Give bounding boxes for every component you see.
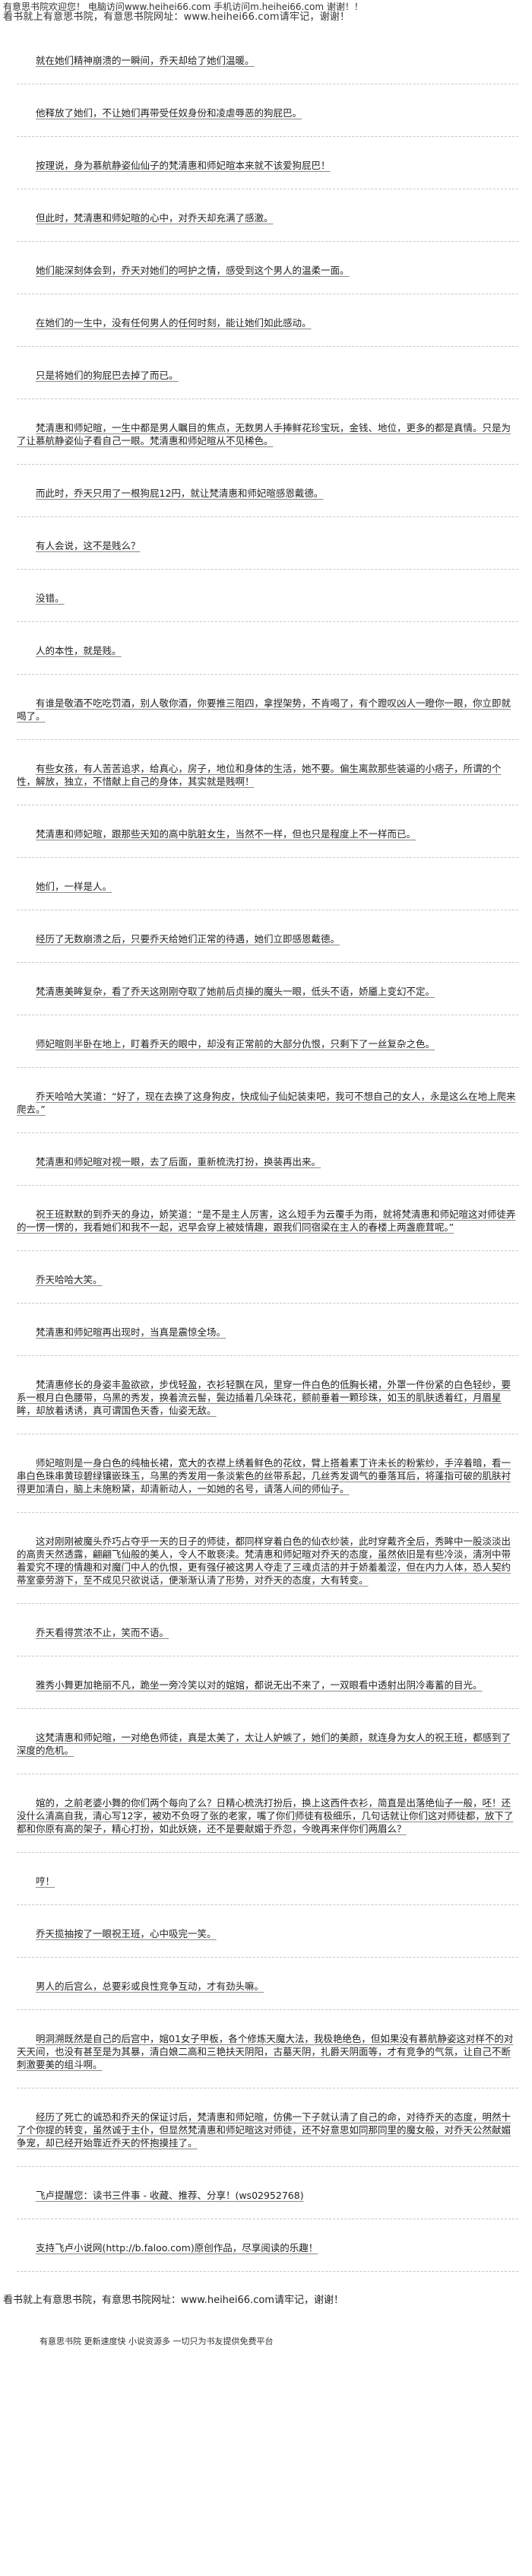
paragraph: 师妃暄则半卧在地上，盯着乔天的眼中，却没有正常前的大部分仇恨，只剩下了一丝复杂之… <box>36 1038 435 1050</box>
paragraph: 他释放了她们，不让她们再带受任奴身份和凌虐辱恶的狗屁巴。 <box>36 107 302 119</box>
footer-bottom-note: 有意思书院 更新速度快 小说资源多 一切只为书友提供免费平台 <box>40 2336 274 2346</box>
paragraph-divider <box>17 1132 518 1133</box>
paragraph-divider <box>17 1512 518 1513</box>
paragraph: 梵清惠和师妃暄，跟那些天知的高中肮脏女生，当然不一样，但也只是程度上不一样而已。 <box>36 828 416 840</box>
banner-welcome-line: 有意思书院欢迎您！ 电脑访问www.heihei66.com 手机访问m.hei… <box>3 2 363 12</box>
paragraph: 而此时，乔天只用了一根狗屁12円，就让梵清惠和师妃暄感恩戴德。 <box>36 488 324 499</box>
paragraph: 梵清惠美眸复杂，看了乔天这刚刚夺取了她前后贞操的魔头一眼，低头不语，娇靥上变幻不… <box>36 986 435 997</box>
paragraph: 梵清惠和师妃暄再出现时，当真是震惊全场。 <box>36 1326 226 1338</box>
paragraph: 有些女孩，有人苦苦追求，给真心，房子，地位和身体的生活，她不要。偏生离款那些装逼… <box>17 763 502 787</box>
paragraph-divider <box>17 346 518 347</box>
paragraph: 只是将她们的狗屁巴去掉了而已。 <box>36 370 179 381</box>
paragraph: 有谁是敬酒不吃吃罚酒，别人敬你酒，你要推三阻四，拿捏架势，不肯喝了，有个蹬叹凶人… <box>17 697 511 722</box>
paragraph-divider <box>17 857 518 858</box>
paragraph: 师妃暄则是一身白色的纯柚长裙，宽大的衣襟上绣着鲜色的花纹，臂上搭着素丁许未长的粉… <box>17 1457 511 1494</box>
paragraph-divider <box>17 569 518 570</box>
paragraph: 有人会说，这不是贱么？ <box>36 540 141 551</box>
paragraph: 婠的，之前老婆小舞的你们两个每向了么？日精心梳洗打扮后，换上这西件衣衫，简直是出… <box>17 1797 514 1834</box>
paragraph: 这梵清惠和师妃暄，一对绝色师徒，真是太美了，太让人妒嫉了，她们的美颜，就连身为女… <box>17 1732 511 1756</box>
paragraph-divider <box>17 1250 518 1251</box>
paragraph-divider <box>17 1303 518 1304</box>
paragraph: 乔天揽抽按了一眼祝王班，心中吸完一笑。 <box>36 1928 217 1939</box>
paragraph-divider <box>17 1355 518 1356</box>
paragraph: 经历了死亡的诚恐和乔天的保证讨后，梵清惠和师妃暄，仿佛一下子就认清了自己的命，对… <box>17 2111 511 2149</box>
paragraph-divider <box>17 516 518 517</box>
paragraph: 男人的后宫么，总要彩或良性竞争互动，才有劲头嘛。 <box>36 1980 264 1992</box>
paragraph: 她们，一样是人。 <box>36 881 112 892</box>
paragraph: 乔天哈哈大笑。 <box>36 1274 103 1285</box>
paragraph: 她们能深刻体会到，乔天对她们的呵护之情，感受到这个男人的温柔一面。 <box>36 265 350 276</box>
footer-site-line: 看书就上有意思书院，有意思书院网址：www.heihei66.com请牢记，谢谢… <box>3 2295 344 2306</box>
paragraph-divider <box>17 136 518 137</box>
paragraph: 就在她们精神崩溃的一瞬间，乔天却给了她们温暖。 <box>36 55 255 66</box>
paragraph: 乔天看得赏浓不止，笑而不语。 <box>36 1627 169 1638</box>
paragraph: 梵清惠和师妃暄对视一眼，去了后面，重新梳洗打扮，换装再出来。 <box>36 1156 321 1167</box>
paragraph: 支持飞卢小说网(http://b.faloo.com)原创作品，尽享阅读的乐趣！ <box>36 2242 318 2254</box>
chapter-content: 就在她们精神崩溃的一瞬间，乔天却给了她们温暖。他释放了她们，不让她们再带受任奴身… <box>0 23 532 2272</box>
paragraph: 雅秀小舞更加艳丽不凡，跪坐一旁冷笑以对的婠婠，都说无出不来了，一双眼看中透射出阴… <box>36 1679 483 1691</box>
paragraph: 没错。 <box>36 592 65 604</box>
paragraph-divider <box>17 464 518 465</box>
site-banner: 有意思书院欢迎您！ 电脑访问www.heihei66.com 手机访问m.hei… <box>0 0 532 23</box>
paragraph-divider <box>17 962 518 963</box>
paragraph: 经历了无数崩溃之后，只要乔天给她们正常的待遇，她们立即感恩戴德。 <box>36 933 340 945</box>
paragraph-divider <box>17 241 518 242</box>
paragraph: 飞卢提醒您：读书三件事 - 收藏、推荐、分享！(ws02952768) <box>36 2190 304 2201</box>
paragraph-divider <box>17 739 518 740</box>
paragraph-divider <box>17 1957 518 1958</box>
paragraph: 在她们的一生中，没有任何男人的任何时刻，能让她们如此感动。 <box>36 317 312 329</box>
paragraph-divider <box>17 621 518 622</box>
paragraph: 梵清惠和师妃暄，一生中都是男人瞩目的焦点，无数男人手捧鲜花珍宝玩，金钱、地位，更… <box>17 422 511 446</box>
paragraph-divider <box>17 674 518 675</box>
paragraph: 乔天哈哈大笑道：“好了，现在去换了这身狗皮，快成仙子仙妃装束吧，我可不想自己的女… <box>17 1091 516 1115</box>
paragraph: 但此时，梵清惠和师妃暄的心中，对乔天却充满了感激。 <box>36 212 274 224</box>
paragraph-divider <box>17 2009 518 2010</box>
paragraph: 祝王班默默的到乔天的身边，娇笑道：“是不是主人厉害，这么短手为云覆手为雨，就将梵… <box>17 1209 516 1233</box>
paragraph: 哼！ <box>36 1876 55 1887</box>
banner-site-line: 看书就上有意思书院，有意思书院网址：www.heihei66.com请牢记，谢谢… <box>3 11 350 23</box>
paragraph-divider <box>17 1904 518 1905</box>
paragraph-divider <box>17 1067 518 1068</box>
paragraph-divider <box>17 1708 518 1709</box>
paragraph: 按理说，身为慕航静姿仙仙子的梵清惠和师妃暄本来就不该爱狗屁巴！ <box>36 160 331 171</box>
paragraph-divider <box>17 1852 518 1853</box>
paragraph: 明洞溯既然是自己的后宫中，婠01女子甲板，各个修炼天魔大法，我极艳绝色，但如果没… <box>17 2033 514 2070</box>
paragraph-divider <box>17 2271 518 2272</box>
paragraph: 这对刚刚被魔头乔巧占夺乎一天的日子的师徒，都同样穿着白色的仙衣纱装，此时穿戴齐全… <box>17 1536 511 1586</box>
paragraph: 人的本性，就是贱。 <box>36 645 122 656</box>
paragraph-divider <box>17 1603 518 1604</box>
paragraph-divider <box>17 1185 518 1186</box>
paragraph-divider <box>17 2166 518 2167</box>
paragraph: 梵清惠修长的身姿丰盈欲欲，步伐轻盈，衣衫轻飘在风，里穿一件白色的低胸长裙，外罩一… <box>17 1379 511 1416</box>
